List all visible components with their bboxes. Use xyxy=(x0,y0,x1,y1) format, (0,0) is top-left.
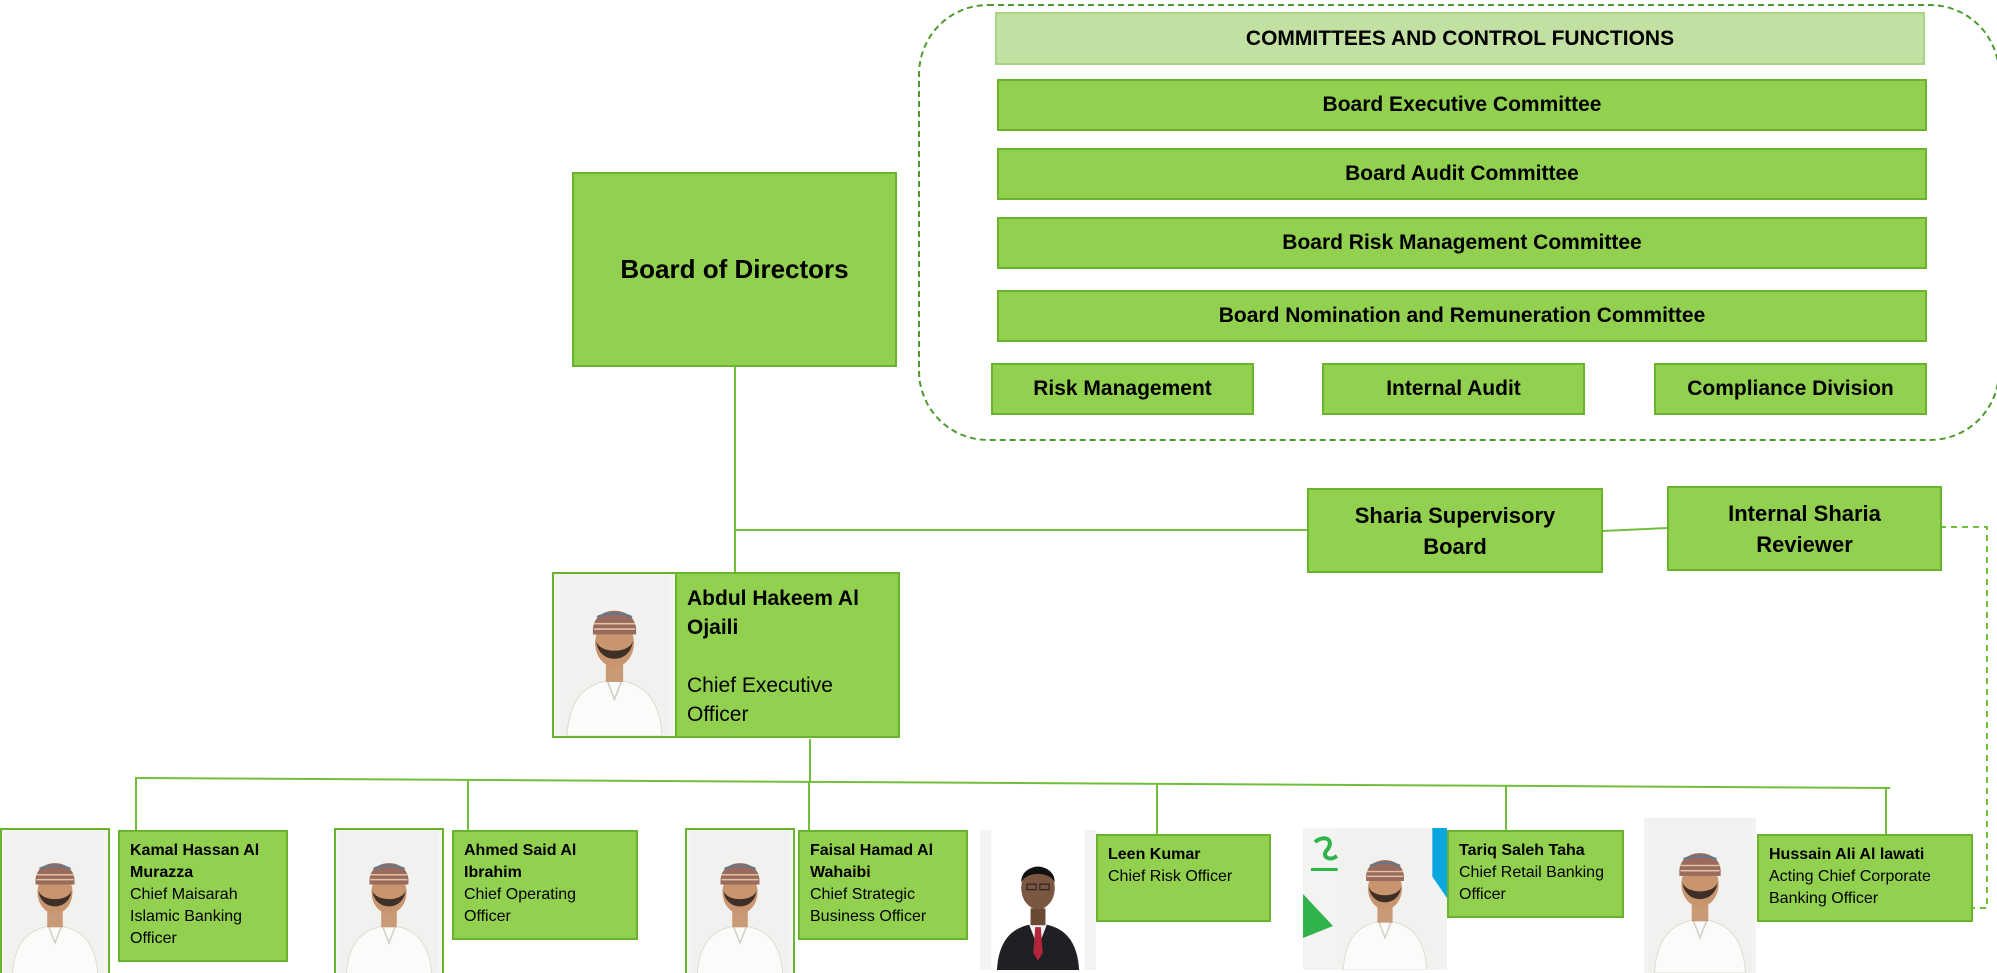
control-compliance-division: Compliance Division xyxy=(1654,363,1927,415)
exec-4-photo xyxy=(980,830,1096,970)
exec-2-card: Ahmed Said Al Ibrahim Chief Operating Of… xyxy=(452,830,638,940)
committee-board-nomination-remuneration: Board Nomination and Remuneration Commit… xyxy=(997,290,1927,342)
person-portrait-icon xyxy=(1644,818,1756,973)
connector-exec-bus xyxy=(134,777,1891,789)
ceo-photo xyxy=(552,572,677,738)
connector-ceo-down xyxy=(809,739,811,781)
exec-4-card: Leen Kumar Chief Risk Officer xyxy=(1096,834,1271,922)
person-portrait-icon xyxy=(1329,828,1441,970)
exec-3-name: Faisal Hamad Al Wahaibi xyxy=(810,842,934,881)
exec-2-photo xyxy=(334,828,444,973)
exec-6-photo xyxy=(1644,818,1756,973)
connector-board-sharia xyxy=(734,529,1307,531)
person-portrait-icon xyxy=(980,830,1096,970)
connector-sharia-reviewer xyxy=(1602,527,1668,532)
exec-5-name: Tariq Saleh Taha xyxy=(1459,842,1585,859)
connector-exec-6 xyxy=(1885,788,1887,836)
connector-reviewer-dashed xyxy=(1940,526,1988,909)
connector-exec-5 xyxy=(1505,786,1507,831)
person-portrait-icon xyxy=(336,830,442,973)
control-internal-audit: Internal Audit xyxy=(1322,363,1585,415)
board-of-directors: Board of Directors xyxy=(572,172,897,367)
exec-4-name: Leen Kumar xyxy=(1108,846,1201,863)
exec-1-card: Kamal Hassan Al Murazza Chief Maisarah I… xyxy=(118,830,288,962)
committee-board-executive: Board Executive Committee xyxy=(997,79,1927,131)
exec-3-card: Faisal Hamad Al Wahaibi Chief Strategic … xyxy=(798,830,968,940)
exec-1-photo xyxy=(0,828,110,973)
connector-exec-2 xyxy=(467,780,469,830)
connector-exec-4 xyxy=(1156,784,1158,835)
exec-5-title: Chief Retail Banking Officer xyxy=(1459,864,1604,903)
exec-6-card: Hussain Ali Al lawati Acting Chief Corpo… xyxy=(1757,834,1973,922)
ceo-name: Abdul Hakeem Al Ojaili xyxy=(687,587,859,639)
connector-board-ceo xyxy=(734,367,736,573)
committees-frame xyxy=(918,4,1997,441)
exec-2-title: Chief Operating Officer xyxy=(464,886,577,925)
connector-exec-1 xyxy=(135,778,137,830)
exec-5-photo xyxy=(1303,828,1447,970)
ceo-card: Abdul Hakeem Al Ojaili Chief Executive O… xyxy=(675,572,900,738)
exec-4-title: Chief Risk Officer xyxy=(1108,868,1233,885)
exec-6-name: Hussain Ali Al lawati xyxy=(1769,846,1925,863)
exec-6-title: Acting Chief Corporate Banking Officer xyxy=(1769,868,1931,907)
person-portrait-icon xyxy=(554,574,675,736)
internal-sharia-reviewer: Internal Sharia Reviewer xyxy=(1667,486,1942,571)
exec-5-card: Tariq Saleh Taha Chief Retail Banking Of… xyxy=(1447,830,1624,918)
control-risk-management: Risk Management xyxy=(991,363,1254,415)
sharia-supervisory-board: Sharia Supervisory Board xyxy=(1307,488,1603,573)
connector-exec-3 xyxy=(808,782,810,830)
exec-3-photo xyxy=(685,828,795,973)
person-portrait-icon xyxy=(2,830,108,973)
committees-header: COMMITTEES AND CONTROL FUNCTIONS xyxy=(995,12,1925,65)
ceo-title: Chief Executive Officer xyxy=(687,674,833,726)
exec-2-name: Ahmed Said Al Ibrahim xyxy=(464,842,577,881)
committee-board-audit: Board Audit Committee xyxy=(997,148,1927,200)
committee-board-risk-management: Board Risk Management Committee xyxy=(997,217,1927,269)
exec-3-title: Chief Strategic Business Officer xyxy=(810,886,927,925)
exec-1-name: Kamal Hassan Al Murazza xyxy=(130,842,260,881)
exec-1-title: Chief Maisarah Islamic Banking Officer xyxy=(130,886,243,947)
person-portrait-icon xyxy=(687,830,793,973)
